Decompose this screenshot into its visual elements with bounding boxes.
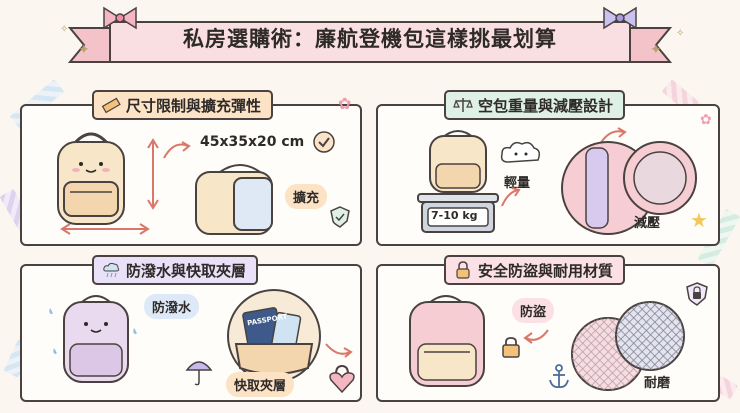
water-label: 防潑水: [144, 294, 200, 319]
size-label: 45x35x20 cm: [200, 134, 305, 150]
panel-heading-text: 防潑水與快取夾層: [126, 261, 247, 280]
heart-lock-icon: [329, 364, 355, 394]
padlock-icon: [502, 337, 520, 358]
waterproof-heading: 防潑水與快取夾層: [92, 255, 259, 285]
panel-heading-text: 空包重量與減壓設計: [478, 96, 614, 115]
star-icon: ★: [690, 208, 708, 232]
curved-arrow-icon: [523, 329, 549, 344]
pink-backpack-illustration: [409, 295, 485, 387]
weight-heading: 空包重量與減壓設計: [444, 90, 626, 120]
sparkle-icon: ✧: [60, 24, 69, 35]
wet-backpack-illustration: [49, 295, 137, 383]
rain-cloud-icon: [102, 261, 120, 279]
sparkle-icon: ✧: [676, 28, 685, 39]
backpack-illustration: [57, 132, 125, 225]
shield-lock-icon: [686, 282, 708, 306]
ruler-icon: [101, 96, 121, 114]
panel-heading-text: 安全防盜與耐用材質: [478, 261, 614, 280]
security-heading: 安全防盜與耐用材質: [444, 255, 626, 285]
cloud-icon: [500, 141, 541, 163]
bow-icon: [103, 6, 137, 30]
fabric-swatch-illustration: [571, 301, 685, 391]
sparkle-icon: ✦: [650, 42, 662, 58]
umbrella-icon: [185, 361, 213, 386]
title-banner: 私房選購術：廉航登機包這樣挑最划算: [67, 14, 673, 63]
shield-icon: [330, 206, 350, 228]
weight-label: 7-10 kg: [431, 209, 478, 222]
curved-arrow-icon: [163, 141, 191, 159]
arrow-up-icon: [501, 187, 521, 207]
expanded-backpack-illustration: [195, 164, 273, 235]
page-title: 私房選購術：廉航登機包這樣挑最划算: [183, 27, 557, 51]
durable-label: 耐磨: [644, 376, 671, 391]
panel-heading-text: 尺寸限制與擴充彈性: [126, 96, 262, 115]
flower-icon: ✿: [700, 112, 712, 128]
size-limit-heading: 尺寸限制與擴充彈性: [92, 90, 274, 120]
anchor-icon: [549, 364, 569, 389]
relief-label: 減壓: [634, 216, 661, 231]
expand-label: 擴充: [285, 184, 328, 209]
flower-icon: ✿: [338, 94, 352, 113]
scale-icon: [453, 96, 473, 114]
bow-icon: [603, 6, 637, 30]
theft-label: 防盜: [512, 298, 555, 323]
strap-zoom-illustration: [561, 141, 697, 235]
sparkle-icon: ✦: [78, 42, 90, 58]
scale-backpack-illustration: [417, 130, 499, 233]
pocket-zoom-illustration: [227, 289, 321, 383]
curved-arrow-icon: [325, 343, 353, 358]
ribbon-banner-shape: [67, 21, 673, 63]
lock-icon: [454, 261, 472, 279]
pocket-label: 快取夾層: [226, 372, 295, 397]
light-label: 輕量: [504, 176, 531, 191]
width-arrow-icon: [60, 223, 150, 235]
height-arrow-icon: [147, 138, 159, 210]
checkmark-icon: [313, 131, 335, 153]
